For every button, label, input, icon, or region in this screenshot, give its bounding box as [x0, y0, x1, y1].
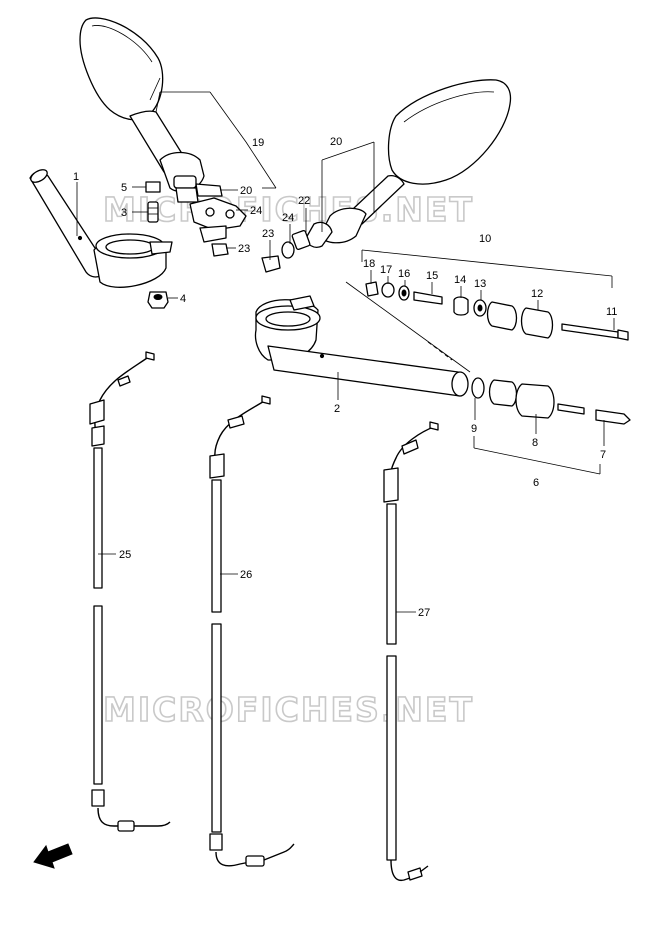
- callout-8: 8: [532, 437, 538, 449]
- callout-14: 14: [454, 274, 466, 286]
- callout-11: 11: [606, 306, 617, 318]
- callout-6: 6: [533, 477, 539, 489]
- left-grip-assembly: [29, 169, 173, 288]
- callout-27: 27: [418, 607, 430, 619]
- callout-2: 2: [334, 403, 340, 415]
- callout-20-left: 20: [240, 185, 252, 197]
- fwd-direction-arrow: FWD: [33, 843, 73, 869]
- watermark-top: MICROFICHES.NET: [103, 190, 474, 229]
- callout-24-left: 24: [250, 205, 262, 217]
- callout-19: 19: [252, 137, 264, 149]
- callout-9: 9: [471, 423, 477, 435]
- callout-12: 12: [531, 288, 543, 300]
- callout-labels: 1 2 3 4 5 6 7 8 9 10 11 12 13 14 15 16 1…: [73, 136, 617, 619]
- left-mirror: [79, 17, 277, 203]
- throttle-cable-25: [89, 351, 171, 832]
- callout-25: 25: [119, 549, 131, 561]
- callout-26: 26: [240, 569, 252, 581]
- throttle-cable-27: [383, 421, 439, 882]
- callout-7: 7: [600, 449, 606, 461]
- fastener-group-right: [261, 230, 311, 273]
- callout-20-right: 20: [330, 136, 342, 148]
- callout-17: 17: [380, 264, 392, 276]
- leader-lines: [76, 182, 615, 613]
- callout-5: 5: [121, 182, 127, 194]
- watermark-bottom: MICROFICHES.NET: [103, 690, 474, 729]
- callout-3: 3: [121, 207, 127, 219]
- callout-10: 10: [479, 233, 491, 245]
- callout-13: 13: [474, 278, 486, 290]
- callout-18: 18: [363, 258, 375, 270]
- callout-16: 16: [398, 268, 410, 280]
- bar-end-kit-lower: [471, 377, 631, 475]
- right-mirror: [305, 79, 512, 248]
- bar-end-kit-upper: [361, 249, 629, 341]
- callout-1: 1: [73, 171, 79, 183]
- callout-23-right: 23: [262, 228, 274, 240]
- callout-4: 4: [180, 293, 186, 305]
- callout-23-left: 23: [238, 243, 250, 255]
- right-handlebar: [254, 281, 471, 397]
- callout-24-right: 24: [282, 212, 294, 224]
- callout-22: 22: [298, 195, 310, 207]
- callout-15: 15: [426, 270, 438, 282]
- throttle-cable-26: [209, 395, 295, 867]
